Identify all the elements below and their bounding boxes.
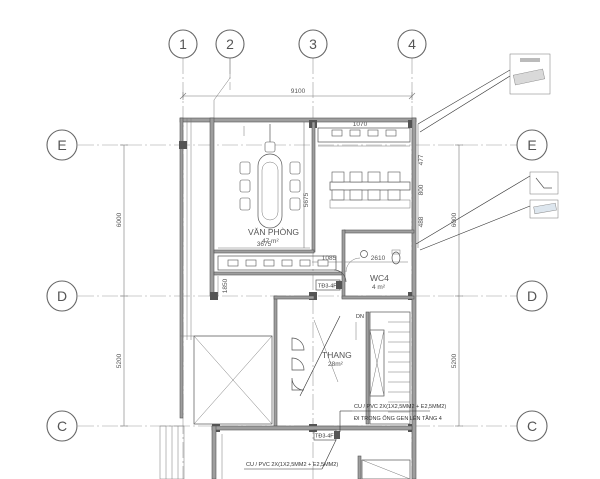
callout-leader-3 (415, 175, 531, 245)
wall-shaft-left (365, 311, 370, 425)
dim-desk-row-3: 488 (418, 216, 425, 227)
axis-2-leader (213, 58, 231, 120)
wall-office-bottom (213, 249, 315, 254)
axis-label-e-right: E (527, 137, 536, 153)
stair-shaft (369, 329, 385, 397)
axis-label-c-right: C (527, 418, 537, 434)
panel-label-1: TĐ3-4F (318, 284, 337, 290)
callout-leader-1 (417, 69, 511, 125)
dim-wc-side: 1850 (222, 278, 229, 293)
room-name-stair: THANG (322, 350, 352, 360)
room-area-wc: 4 m² (372, 284, 386, 291)
dim-desk-row-2: 800 (418, 184, 425, 195)
axis-bubble-3: 3 (298, 29, 328, 59)
panel-label-2: TĐ3-4F (315, 434, 334, 440)
wall-lower-right (357, 455, 362, 479)
void-area (159, 335, 273, 479)
wc-toilet (391, 251, 401, 265)
cable-note-1: CU / PVC 2X(1X2,5MM2 + E2,5MM2) (354, 404, 446, 410)
axis-bubble-e-right: E (516, 129, 548, 161)
axis-bubble-c-left: C (46, 410, 78, 442)
wall-left (179, 117, 184, 419)
wall-lower (211, 425, 413, 431)
meeting-chairs (239, 141, 301, 211)
column-e1 (179, 141, 187, 149)
desk-row-bottom (217, 255, 337, 296)
lower-rooms (221, 434, 411, 479)
wc-basin (360, 250, 368, 258)
room-name-office: VĂN PHÒNG (248, 227, 299, 237)
axis-bubble-1: 1 (168, 29, 198, 59)
wall-partition-mid (311, 121, 316, 253)
callout-leader-2 (419, 75, 511, 133)
wall-office-bottom-2 (213, 271, 343, 276)
callout-leader-4 (419, 205, 531, 251)
meeting-table (239, 124, 301, 229)
axis-label-e-left: E (57, 137, 66, 153)
dim-top-small: 1070 (353, 121, 368, 128)
door-swings (291, 269, 347, 391)
room-area-office: 47 m² (262, 238, 279, 245)
meeting-table-top (257, 153, 283, 229)
wall-wc-left (341, 229, 346, 299)
dimensions: 9100 6000 5200 6000 5200 3675 5675 477 8… (116, 88, 463, 427)
stair-down-label: DN (356, 314, 364, 320)
detail-box-1 (509, 53, 551, 95)
axis-bubbles: 1 2 3 4 E D C E (46, 29, 548, 442)
dim-overall-width: 9100 (291, 88, 306, 95)
dim-desk-row-1: 477 (418, 154, 425, 165)
dim-left-d-c: 5200 (116, 353, 123, 368)
axis-label-c-left: C (57, 418, 67, 434)
dim-office-depth: 5675 (303, 192, 310, 207)
wall-lower-left (211, 425, 217, 479)
dim-right-e-d: 6000 (451, 212, 458, 227)
axis-bubble-4: 4 (397, 29, 427, 59)
dim-office-width: 3675 (257, 241, 272, 248)
dim-wc-width-a: 1085 (322, 255, 337, 262)
column-d1 (210, 292, 218, 300)
axis-bubble-d-right: D (516, 280, 548, 312)
stair: DN (299, 311, 411, 425)
wall-office-left (209, 117, 215, 297)
desk-row-top (331, 129, 397, 137)
stair-treads (388, 321, 410, 413)
dim-left-e-d: 6000 (116, 212, 123, 227)
wall-stair-top (273, 295, 315, 300)
cable-note-2: CU / PVC 2X(1X2,5MM2 + E2,5MM2) (246, 462, 338, 468)
wall-wc-top (343, 229, 415, 234)
wall-top (179, 117, 417, 123)
wall-wc-bottom (341, 295, 415, 300)
desk-row-middle (331, 171, 401, 201)
walls (179, 117, 417, 479)
room-area-stair: 28m² (328, 361, 344, 368)
axis-bubble-c-right: C (516, 410, 548, 442)
dim-right-d-c: 5200 (451, 353, 458, 368)
axis-label-d-left: D (57, 288, 67, 304)
axis-bubble-e-left: E (46, 129, 78, 161)
electrical-notes: TĐ3-4F TĐ3-4F CU / PVC 2X(1X2,5MM2 + E2,… (244, 279, 446, 470)
axis-bubble-2: 2 (215, 29, 245, 59)
room-name-wc: WC4 (370, 273, 389, 283)
axis-bubble-d-left: D (46, 280, 78, 312)
wall-stair-left (273, 295, 278, 427)
axis-label-3: 3 (309, 36, 317, 52)
axis-label-2: 2 (226, 36, 234, 52)
axis-label-d-right: D (527, 288, 537, 304)
detail-callouts (415, 53, 559, 251)
detail-box-2 (529, 171, 559, 195)
wc-fixtures (345, 249, 401, 273)
room-labels: VĂN PHÒNG 47 m² WC4 4 m² THANG 28m² (248, 227, 389, 368)
cable-note-1-route: ĐI TRONG ỐNG GEN LÊN TẦNG 4 (354, 414, 442, 422)
desk-area (317, 127, 411, 209)
dim-wc-width-b: 2610 (371, 255, 386, 262)
axis-label-4: 4 (408, 36, 416, 52)
detail-box-3 (529, 199, 559, 219)
axis-label-1: 1 (179, 36, 187, 52)
